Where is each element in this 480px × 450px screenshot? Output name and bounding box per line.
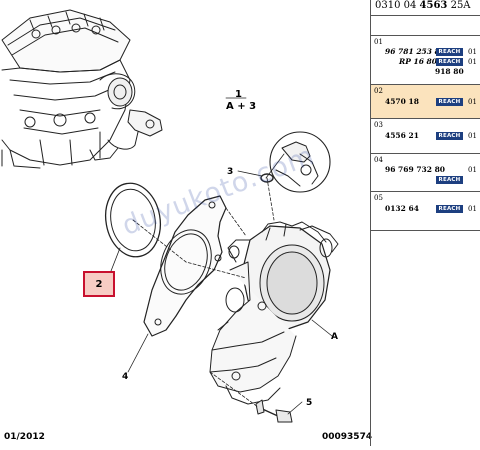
header-divider: [371, 15, 480, 16]
quantity: 01: [468, 98, 477, 106]
footer-date: 01/2012: [4, 432, 45, 442]
row-index: 03: [374, 121, 383, 129]
quantity: 01: [468, 132, 477, 140]
part-number[interactable]: RP 16 80*: [399, 57, 441, 66]
diagram-drawing: [1, 9, 339, 423]
detail-zoom-circle: [269, 131, 331, 193]
reach-badge: REACH: [436, 205, 463, 213]
reach-badge: REACH: [436, 48, 463, 56]
quantity: 01: [468, 166, 477, 174]
row-index: 04: [374, 156, 383, 164]
part-number[interactable]: 4556 21: [385, 131, 419, 140]
quantity: 01: [468, 58, 477, 66]
reach-badge: REACH: [436, 132, 463, 140]
table-bottom-border: [371, 230, 480, 231]
gasket-ring: [104, 182, 162, 258]
engine-illustration: [1, 9, 163, 169]
o-ring: [260, 173, 274, 183]
callout-number: 1: [235, 89, 242, 100]
header-reference: 0310 04 4563 25A: [375, 0, 471, 11]
header-ref-suffix: 25A: [450, 0, 471, 11]
footer-ref: 00093574: [322, 432, 373, 442]
label-gasket-highlighted[interactable]: 2: [83, 271, 115, 297]
row-index: 01: [374, 38, 383, 46]
part-number[interactable]: 4570 18: [385, 97, 419, 106]
label-plate-gasket[interactable]: 4: [122, 372, 129, 382]
reach-badge: REACH: [436, 176, 463, 184]
bolt-illustration: [255, 399, 293, 423]
label-o-ring[interactable]: 3: [227, 167, 234, 177]
vacuum-pump-illustration: [209, 221, 339, 405]
callout-sub: A + 3: [226, 101, 257, 112]
plate-gasket: [143, 195, 227, 337]
reach-badge: REACH: [436, 98, 463, 106]
quantity: 01: [468, 205, 477, 213]
part-number[interactable]: 0132 64: [385, 204, 419, 213]
row-index: 02: [374, 87, 383, 95]
header-ref-prefix: 0310 04: [375, 0, 417, 11]
quantity: 01: [468, 48, 477, 56]
row-index: 05: [374, 194, 383, 202]
part-number[interactable]: 918 80: [435, 67, 464, 76]
exploded-diagram: 1 A + 3 2 3 4 5 A duyukoto.com 01/2012 0…: [1, 9, 373, 442]
part-number[interactable]: 96 769 732 80: [385, 165, 446, 174]
label-bolt[interactable]: 5: [306, 398, 313, 408]
reach-badge: REACH: [436, 58, 463, 66]
part-number[interactable]: 96 781 253 80: [385, 47, 446, 56]
header-ref-bold: 4563: [419, 0, 448, 11]
label-pump[interactable]: A: [331, 332, 338, 342]
